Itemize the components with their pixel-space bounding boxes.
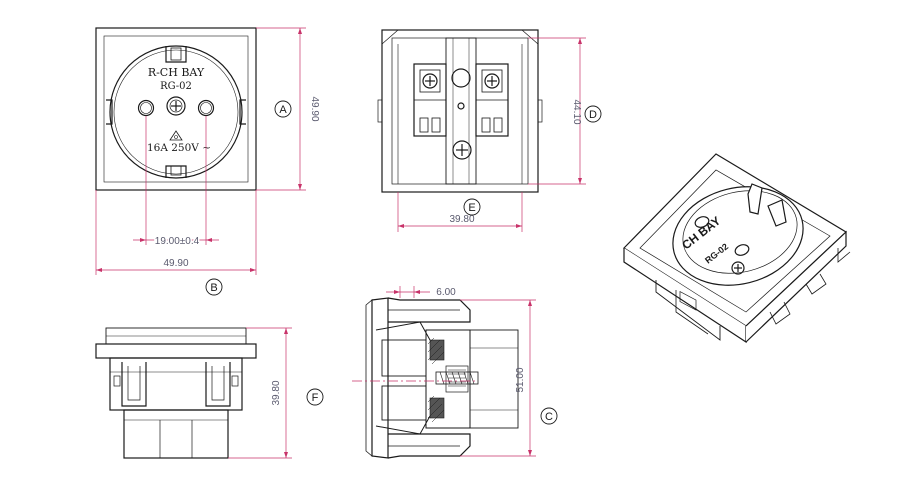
front-model-label: RG-02 — [160, 81, 192, 92]
front-height-dimension: 49.90 — [309, 96, 320, 121]
front-dimension-lines — [95, 27, 306, 275]
callout-f: F — [312, 392, 319, 404]
side-dimension-lines — [386, 286, 536, 457]
side-view — [365, 297, 519, 459]
front-dimension-arrows — [96, 28, 302, 272]
callout-a: A — [279, 104, 287, 116]
isometric-view — [623, 153, 851, 344]
side-depth-dimension: 6.00 — [436, 287, 456, 298]
pin-spacing-dimension: 19.00±0.4 — [155, 236, 200, 247]
rear-view — [377, 29, 543, 193]
callout-a-circle — [274, 100, 292, 118]
side-dimension-arrows — [394, 290, 532, 456]
callout-d: D — [589, 109, 597, 121]
callout-d-circle — [584, 105, 602, 123]
callout-b: B — [210, 282, 217, 294]
side-height-dimension: 51.00 — [515, 367, 526, 392]
callout-c-circle — [540, 407, 558, 425]
rear-dimension-arrows — [398, 38, 582, 228]
callout-e: E — [468, 202, 475, 214]
front-view — [95, 27, 257, 191]
bottom-view — [95, 327, 257, 459]
callout-f-circle — [306, 388, 324, 406]
bottom-height-dimension: 39.80 — [271, 380, 282, 405]
rear-width-dimension: 39.80 — [449, 214, 474, 225]
rear-dimension-lines — [397, 37, 586, 232]
callout-b-circle — [205, 278, 223, 296]
callout-c: C — [545, 411, 553, 423]
front-rating-label: 16A 250V ~ — [147, 142, 211, 154]
bottom-dimension-arrows — [284, 328, 288, 458]
callout-e-circle — [463, 198, 481, 216]
front-width-dimension: 49.90 — [163, 258, 188, 269]
bottom-dimension-lines — [228, 327, 292, 459]
front-brand-label: R-CH BAY — [148, 66, 205, 79]
side-hatching — [427, 337, 445, 423]
rear-height-dimension: 44.10 — [571, 99, 582, 124]
